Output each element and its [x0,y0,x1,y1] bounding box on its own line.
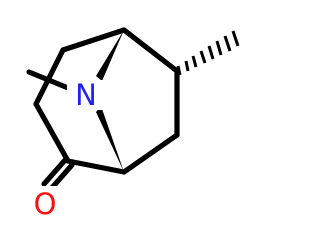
bond-c1-c6 [121,27,180,74]
nitrogen-label-mask [67,80,105,110]
nitrogen-label: N [75,78,97,112]
oxygen-label-mask [28,186,64,220]
hashed-methyl-bond [176,30,240,76]
bond-carbonyl-2 [47,162,75,193]
oxygen-label: O [34,187,57,221]
bond-c1-c2 [60,27,127,53]
wedge-c1-n [96,30,124,81]
bond-c4-c5 [65,158,127,175]
wedge-c5-n [96,106,124,172]
molecule-structure: N O [26,27,240,221]
bond-c2-c3 [33,47,66,107]
bond-carbonyl-1 [41,156,69,187]
bond-c3-c4 [33,101,71,164]
bond-n-methyl [26,69,76,93]
bond-c7-c5 [121,132,180,175]
